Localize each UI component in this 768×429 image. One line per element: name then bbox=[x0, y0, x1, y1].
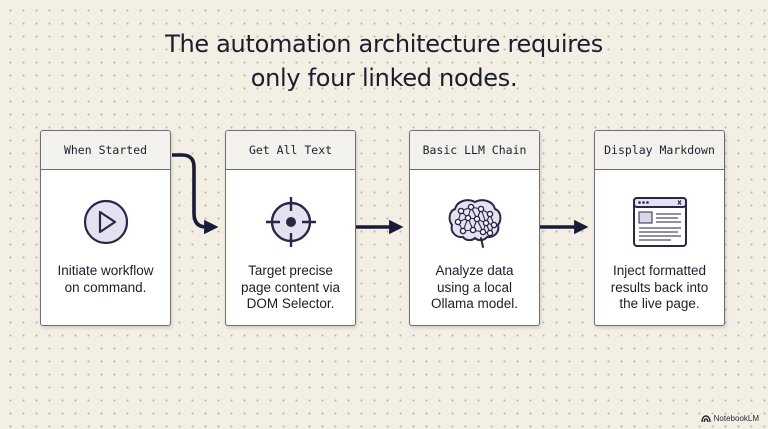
node-basic-llm-chain[interactable]: Basic LLM Chain bbox=[409, 130, 540, 326]
play-icon bbox=[83, 199, 128, 245]
browser-window-icon bbox=[632, 197, 687, 247]
node-header: Basic LLM Chain bbox=[410, 131, 539, 170]
node-description: Inject formatted results back into the l… bbox=[610, 263, 709, 311]
crosshair-icon bbox=[265, 197, 316, 247]
notebooklm-logo-icon bbox=[700, 414, 711, 422]
brand-label: NotebookLM bbox=[713, 414, 759, 423]
node-header: Display Markdown bbox=[595, 131, 724, 170]
node-get-all-text[interactable]: Get All Text Target precise page content… bbox=[225, 130, 356, 326]
node-header: When Started bbox=[41, 131, 170, 170]
node-description: Target precise page content via DOM Sele… bbox=[240, 263, 341, 311]
connector-1-to-2 bbox=[172, 153, 219, 235]
neural-brain-icon bbox=[448, 199, 501, 248]
notebooklm-brand: NotebookLM bbox=[700, 414, 759, 423]
diagram-title-line-1: The automation architecture requires bbox=[165, 30, 603, 58]
diagram-title-line-2: only four linked nodes. bbox=[250, 64, 518, 92]
node-description: Analyze data using a local Ollama model. bbox=[430, 263, 519, 311]
node-header: Get All Text bbox=[226, 131, 355, 170]
node-display-markdown[interactable]: Display Markdown Inject formatted result… bbox=[594, 130, 725, 326]
node-description: Initiate workflow on command. bbox=[57, 263, 154, 295]
diagram-title: The automation architecture requires onl… bbox=[0, 27, 768, 95]
node-when-started[interactable]: When Started Initiate workflow on comman… bbox=[40, 130, 171, 326]
